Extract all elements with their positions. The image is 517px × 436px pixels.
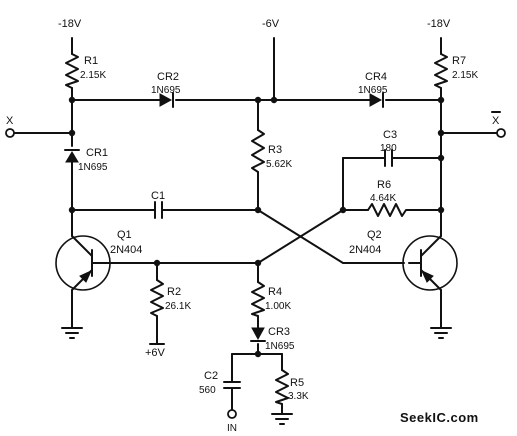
capacitor-c2 [223,381,241,389]
resistor-r2 [150,279,164,317]
r6-value: 4.64K [370,193,396,204]
cr1-value: 1N695 [78,162,108,173]
resistor-r5 [275,369,289,405]
transistor-q1 [55,235,111,291]
diode-cr4 [369,92,384,108]
ground-symbol-r5 [271,413,293,425]
r7-value: 2.15K [452,70,478,81]
ground-symbol-q1 [61,327,83,339]
supply-label-mid: -6V [262,18,280,30]
c3-value: 180 [380,143,397,154]
r3-ref: R3 [268,144,282,156]
cr4-value: 1N695 [358,85,388,96]
c2-value: 560 [199,385,216,396]
supply-label-right: -18V [427,18,451,30]
terminal-x-label: X [6,115,14,127]
r2-value: 26.1K [165,301,191,312]
resistor-r3 [251,129,265,173]
resistor-r1 [65,53,79,89]
terminal-in [227,409,237,419]
capacitor-c3 [384,149,393,167]
supply-label-left: -18V [58,18,82,30]
c3-ref: C3 [383,129,397,141]
terminal-x [5,128,15,138]
terminal-x-bar [496,128,506,138]
cr3-value: 1N695 [265,341,295,352]
capacitor-c1 [154,201,163,219]
diode-cr3 [250,327,266,342]
transistor-q2 [402,235,458,291]
q1-ref: Q1 [117,229,132,241]
cr1-ref: CR1 [86,147,108,159]
q2-value: 2N404 [349,244,381,256]
resistor-r7 [434,53,448,89]
cr2-ref: CR2 [157,71,179,83]
r6-ref: R6 [377,179,391,191]
cr2-value: 1N695 [151,85,181,96]
r7-ref: R7 [452,55,466,67]
r3-value: 5.62K [266,159,292,170]
resistor-r4 [251,281,265,317]
watermark: SeekIC.com [400,410,479,425]
junction-dots [68,96,445,358]
resistor-r6 [367,203,411,217]
r1-value: 2.15K [80,70,106,81]
terminal-x-bar-label: X [492,115,500,127]
cr4-ref: CR4 [365,71,387,83]
r5-ref: R5 [290,377,304,389]
diode-cr1 [64,149,80,163]
diode-cr2 [159,92,174,108]
terminal-in-label: IN [227,423,237,434]
r5-value: 3.3K [288,391,309,402]
r4-value: 1.00K [265,301,291,312]
r1-ref: R1 [84,55,98,67]
supply-label-r2: +6V [145,347,166,359]
r4-ref: R4 [268,286,282,298]
cr3-ref: CR3 [268,326,290,338]
c2-ref: C2 [204,370,218,382]
q1-value: 2N404 [110,244,142,256]
q2-ref: Q2 [367,229,382,241]
r2-ref: R2 [167,286,181,298]
wiring [14,37,498,415]
ground-symbol-q2 [430,327,452,339]
c1-ref: C1 [151,190,165,202]
